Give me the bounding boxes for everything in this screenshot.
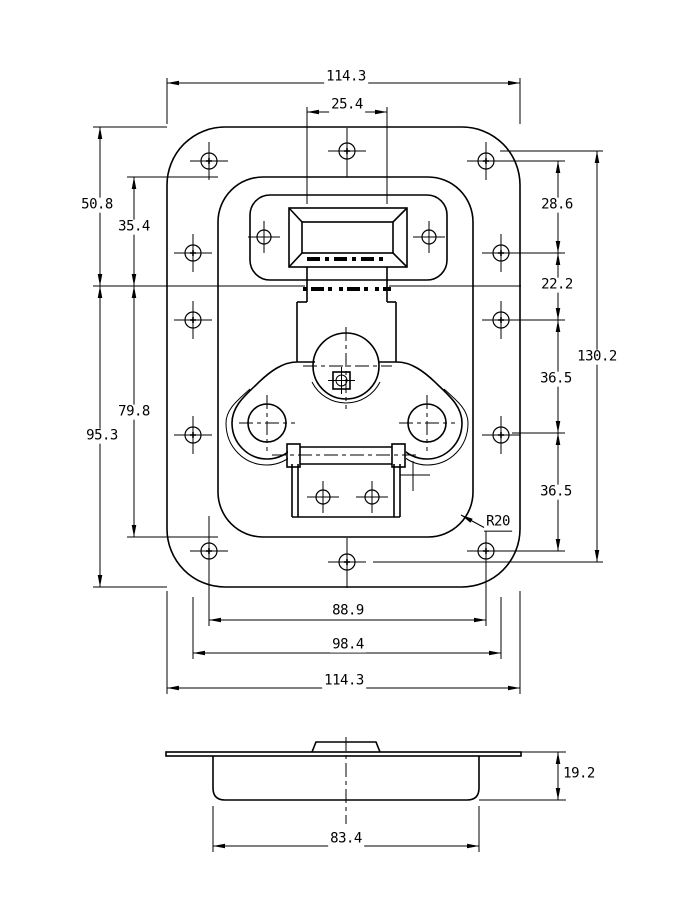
main-view — [93, 126, 521, 588]
butterfly-body — [225, 361, 469, 466]
outer-plate-outline — [166, 126, 521, 588]
keeper-screw-holes — [247, 220, 446, 254]
side-view — [165, 737, 522, 824]
radius-leader — [460, 514, 486, 529]
pivot-boss — [303, 327, 392, 409]
keeper-pad — [288, 207, 408, 268]
dimension-linework — [93, 78, 603, 852]
recess-dish-outline — [217, 176, 474, 538]
side-flange — [165, 751, 522, 757]
strap — [296, 257, 397, 362]
hinge-bracket — [272, 443, 430, 518]
flange-mounting-holes — [173, 128, 521, 588]
